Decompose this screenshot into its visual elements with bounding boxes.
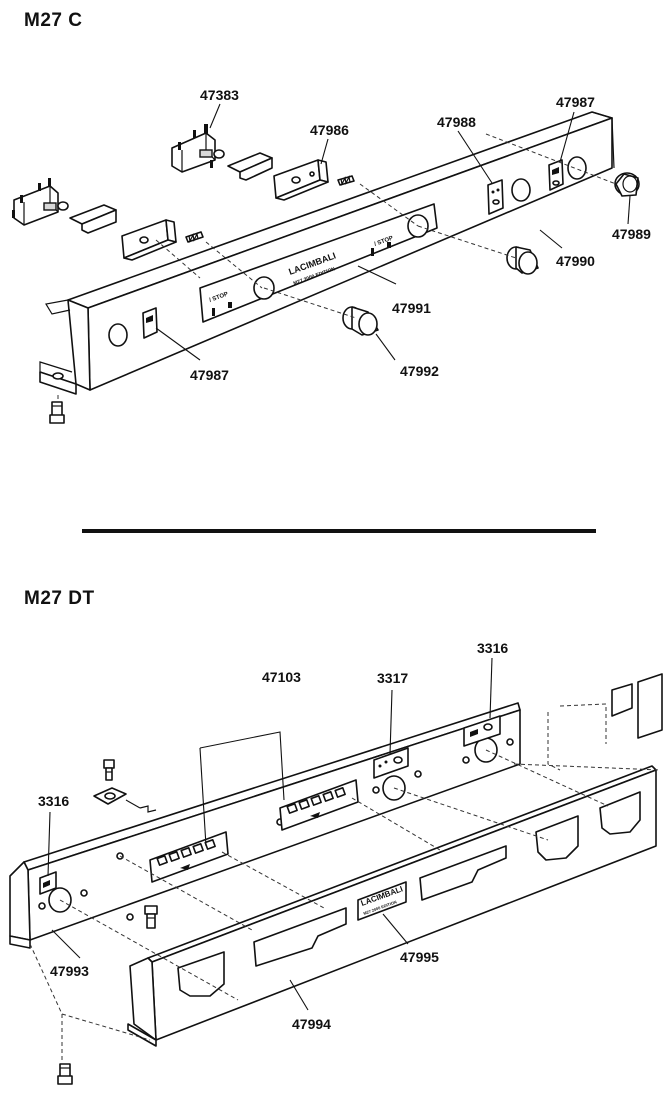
switch-47383-top (171, 124, 225, 173)
part-label-47992: 47992 (400, 363, 439, 379)
label-3316-left (39, 871, 57, 895)
screw-dt-bottom (57, 1063, 73, 1085)
clip-nut (93, 787, 141, 809)
part-label-47103: 47103 (262, 669, 301, 685)
screw-upper (337, 175, 355, 186)
screw-dt-top (103, 759, 115, 781)
part-label-47986: 47986 (310, 122, 349, 138)
panel-47994: LACIMBALI M27 2000 EDITION (127, 765, 657, 1047)
label-plate-47988 (487, 179, 504, 215)
knob-47992 (342, 306, 379, 336)
bracket-lower-2 (121, 219, 177, 261)
section-title-m27c: M27 C (24, 10, 83, 31)
section-divider (82, 529, 596, 533)
part-label-47987-bottom: 47987 (190, 367, 229, 383)
label-plate-47987-left (142, 307, 158, 339)
knob-47990-side (506, 246, 539, 275)
part-label-47991: 47991 (392, 300, 431, 316)
keypad-47103-left (149, 831, 229, 883)
label-3317 (373, 747, 409, 779)
part-label-47995: 47995 (400, 949, 439, 965)
part-label-3316-right: 3316 (477, 640, 508, 656)
part-label-47987-top: 47987 (556, 94, 595, 110)
part-label-47988: 47988 (437, 114, 476, 130)
part-label-3317: 3317 (377, 670, 408, 686)
section-title-m27dt: M27 DT (24, 588, 95, 609)
part-label-3316-left: 3316 (38, 793, 69, 809)
bracket-upper (227, 152, 273, 181)
switch-bottom-left (12, 178, 69, 226)
label-3316-right (463, 715, 501, 747)
part-label-47990: 47990 (556, 253, 595, 269)
leaders-m27dt (47, 657, 493, 1011)
screw-dt-mid (144, 905, 158, 929)
label-plate-47987-right (548, 159, 564, 191)
part-label-47989: 47989 (612, 226, 651, 242)
knob-47989 (614, 172, 640, 197)
screw-bottom (49, 401, 65, 424)
part-label-47383: 47383 (200, 87, 239, 103)
bracket-47986 (273, 159, 329, 201)
side-plate-pieces (547, 673, 663, 771)
m27c-assembly: / STOP / STOP LACIMBALI M27 2000 EDITION (12, 111, 640, 424)
screw-lower (185, 231, 204, 243)
bracket-lower (69, 204, 117, 234)
m27dt-assembly: LACIMBALI M27 2000 EDITION (9, 673, 663, 1085)
part-label-47993: 47993 (50, 963, 89, 979)
leaders-m27c (155, 103, 631, 361)
part-label-47994: 47994 (292, 1016, 331, 1032)
